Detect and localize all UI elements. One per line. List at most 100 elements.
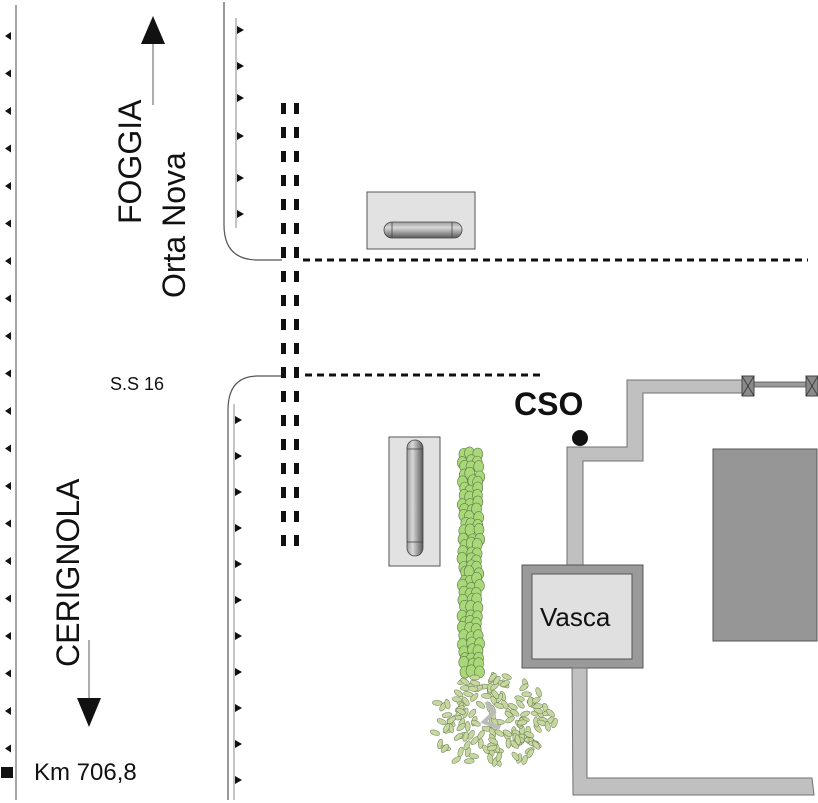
boundary-dash bbox=[281, 127, 286, 138]
tick-mark bbox=[5, 257, 11, 265]
boundary-dash bbox=[281, 535, 286, 546]
leaf bbox=[461, 696, 470, 706]
boundary-dash bbox=[294, 439, 299, 450]
tick-mark bbox=[5, 369, 11, 378]
leaf bbox=[516, 700, 525, 709]
leaf bbox=[468, 753, 479, 760]
leaf bbox=[470, 680, 481, 687]
leaf bbox=[514, 734, 521, 745]
tick-mark bbox=[5, 669, 11, 678]
boundary-dash bbox=[281, 463, 286, 474]
upper-road-edge bbox=[223, 2, 282, 261]
leaf bbox=[520, 710, 531, 718]
hedge-vegetation bbox=[456, 446, 486, 679]
leaf bbox=[441, 712, 453, 718]
tank-outlet-pipe bbox=[571, 667, 815, 796]
boundary-dash bbox=[294, 319, 299, 330]
tick-mark bbox=[5, 69, 11, 78]
boundary-dash bbox=[294, 343, 299, 354]
boundary-dash bbox=[281, 391, 286, 402]
tick-mark bbox=[5, 482, 11, 490]
boundary-dash bbox=[294, 127, 299, 138]
boundary-dash bbox=[294, 271, 299, 282]
leaf bbox=[521, 691, 532, 697]
tick-mark bbox=[235, 416, 242, 424]
leaf bbox=[501, 673, 512, 680]
leaf bbox=[516, 719, 528, 726]
boundary-dash bbox=[281, 487, 286, 498]
tick-mark bbox=[235, 596, 242, 604]
branch bbox=[480, 700, 501, 730]
tick-mark bbox=[235, 704, 242, 712]
left-embankment-line bbox=[5, 5, 17, 800]
boundary-dash bbox=[294, 367, 299, 378]
tick-mark bbox=[5, 219, 11, 228]
boundary-dash bbox=[294, 415, 299, 426]
leaf bbox=[436, 718, 447, 726]
boundary-dash bbox=[294, 463, 299, 474]
leaf bbox=[470, 693, 479, 702]
lower-road-edge bbox=[227, 375, 282, 800]
boundary-dash bbox=[294, 103, 299, 114]
boundary-dash bbox=[281, 343, 286, 354]
tick-mark bbox=[5, 744, 11, 753]
leaf bbox=[502, 729, 513, 737]
leaf bbox=[546, 709, 555, 718]
south-direction-label: CERIGNOLA bbox=[50, 478, 86, 667]
leaf bbox=[510, 709, 520, 717]
boundary-dash bbox=[294, 511, 299, 522]
leaf bbox=[487, 753, 494, 764]
leaf bbox=[494, 702, 505, 709]
leaf bbox=[544, 721, 551, 732]
building bbox=[712, 448, 818, 642]
boundary-dash bbox=[281, 319, 286, 330]
leaf bbox=[527, 696, 534, 708]
valve-connector-pipe bbox=[753, 381, 808, 388]
leaf bbox=[451, 696, 463, 703]
boundary-dash bbox=[281, 367, 286, 378]
leaf bbox=[475, 700, 486, 709]
leaf bbox=[526, 748, 534, 759]
tick-mark bbox=[5, 144, 11, 153]
boundary-dash bbox=[281, 415, 286, 426]
tick-mark bbox=[5, 444, 11, 453]
leaf bbox=[444, 698, 451, 710]
boundary-dash bbox=[294, 199, 299, 210]
tick-mark bbox=[237, 210, 244, 218]
leaf bbox=[477, 738, 484, 749]
boundary-dash bbox=[294, 487, 299, 498]
leaf bbox=[453, 732, 463, 741]
cso-point-icon bbox=[572, 430, 588, 446]
leaf bbox=[464, 721, 471, 732]
leaf bbox=[468, 708, 477, 718]
tick-mark bbox=[5, 294, 11, 303]
leaf bbox=[499, 680, 510, 687]
boundary-dash bbox=[281, 295, 286, 306]
boundary-dash bbox=[294, 391, 299, 402]
leaf bbox=[440, 744, 449, 753]
tick-mark bbox=[237, 62, 244, 70]
boundary-dash bbox=[294, 223, 299, 234]
leaf bbox=[491, 689, 500, 699]
leaf bbox=[551, 718, 558, 729]
tick-mark bbox=[235, 740, 242, 748]
tick-mark bbox=[5, 519, 11, 528]
leaf bbox=[456, 723, 466, 732]
tick-mark bbox=[237, 94, 244, 102]
tick-mark bbox=[5, 182, 11, 190]
boundary-dash bbox=[281, 439, 286, 450]
leaf bbox=[519, 683, 529, 692]
boundary-dash bbox=[281, 175, 286, 186]
boundary-dash bbox=[294, 151, 299, 162]
boundary-dash bbox=[281, 103, 286, 114]
road-name-label: S.S 16 bbox=[110, 374, 165, 394]
tick-mark bbox=[5, 107, 11, 115]
tank-vasca bbox=[521, 564, 644, 669]
leaf bbox=[446, 716, 456, 724]
tank-label: Vasca bbox=[540, 602, 611, 632]
kilometer-marker-label: Km 706,8 bbox=[34, 759, 137, 786]
leaf bbox=[532, 703, 543, 709]
tick-mark bbox=[5, 557, 11, 565]
leaf bbox=[505, 738, 512, 749]
